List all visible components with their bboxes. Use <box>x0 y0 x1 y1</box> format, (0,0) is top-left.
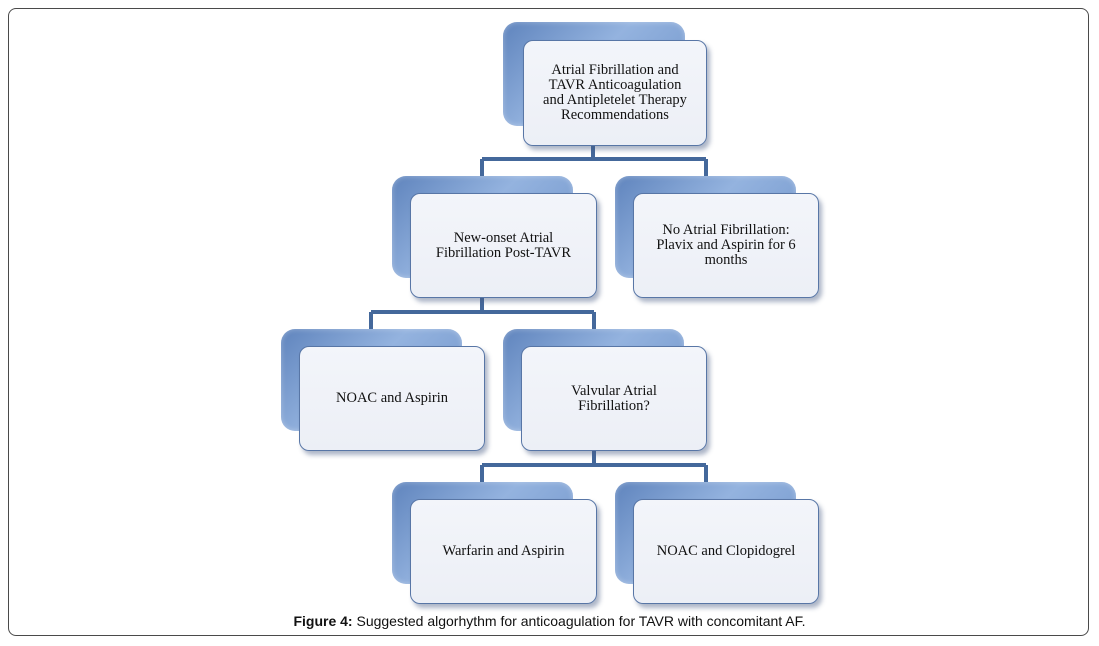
node-root-label: Atrial Fibrillation and TAVR Anticoagula… <box>543 63 687 123</box>
node-noac-aspirin: NOAC and Aspirin <box>281 329 485 451</box>
node-new-onset-af: New-onset Atrial Fibrillation Post-TAVR <box>392 176 597 298</box>
node-root-box: Atrial Fibrillation and TAVR Anticoagula… <box>523 40 707 146</box>
node-no-af-label: No Atrial Fibrillation: Plavix and Aspir… <box>656 223 795 268</box>
node-new-onset-af-line: New-onset Atrial <box>453 229 554 246</box>
node-no-af-line: No Atrial Fibrillation: <box>662 222 790 238</box>
node-valvular-af-box: Valvular Atrial Fibrillation? <box>521 346 707 451</box>
node-noac-aspirin-line: NOAC and Aspirin <box>336 390 448 406</box>
connector-root-children <box>480 145 708 176</box>
node-root: Atrial Fibrillation and TAVR Anticoagula… <box>503 22 707 146</box>
figure-caption-lead: Figure 4: <box>293 613 353 629</box>
node-noac-clopidogrel-box: NOAC and Clopidogrel <box>633 499 819 604</box>
node-no-af-line: Plavix and Aspirin for 6 <box>656 237 796 253</box>
node-warfarin-aspirin: Warfarin and Aspirin <box>392 482 597 604</box>
connector-valvular-children <box>480 449 708 482</box>
node-no-af: No Atrial Fibrillation: Plavix and Aspir… <box>615 176 819 298</box>
node-valvular-af-line: Fibrillation? <box>578 397 650 414</box>
node-root-line: Recommendations <box>561 107 669 123</box>
node-warfarin-aspirin-box: Warfarin and Aspirin <box>410 499 597 604</box>
node-noac-aspirin-box: NOAC and Aspirin <box>299 346 485 451</box>
node-new-onset-af-line: Fibrillation Post-TAVR <box>435 244 572 261</box>
node-valvular-af-line: Valvular Atrial <box>571 382 657 399</box>
node-new-onset-af-box: New-onset Atrial Fibrillation Post-TAVR <box>410 193 597 298</box>
node-noac-clopidogrel-line: NOAC and Clopidogrel <box>656 543 796 559</box>
node-no-af-line: months <box>704 252 748 268</box>
node-root-line: TAVR Anticoagulation <box>548 77 682 93</box>
figure-caption-text: Suggested algorhythm for anticoagulation… <box>352 613 806 629</box>
node-valvular-af-label: Valvular Atrial Fibrillation? <box>571 382 657 414</box>
node-no-af-box: No Atrial Fibrillation: Plavix and Aspir… <box>633 193 819 298</box>
node-new-onset-af-label: New-onset Atrial Fibrillation Post-TAVR <box>435 229 572 261</box>
node-noac-clopidogrel-label: NOAC and Clopidogrel <box>657 544 796 559</box>
figure-frame <box>8 8 1089 636</box>
node-noac-aspirin-label: NOAC and Aspirin <box>336 391 448 406</box>
node-root-line: and Antipletelet Therapy <box>543 92 687 108</box>
node-valvular-af: Valvular Atrial Fibrillation? <box>503 329 707 451</box>
node-noac-clopidogrel: NOAC and Clopidogrel <box>615 482 819 604</box>
node-warfarin-aspirin-label: Warfarin and Aspirin <box>442 544 564 559</box>
node-warfarin-aspirin-line: Warfarin and Aspirin <box>442 543 565 559</box>
figure-caption: Figure 4: Suggested algorhythm for antic… <box>0 613 1099 629</box>
node-root-line: Atrial Fibrillation and <box>551 62 679 78</box>
connector-new-onset-children <box>369 297 596 329</box>
